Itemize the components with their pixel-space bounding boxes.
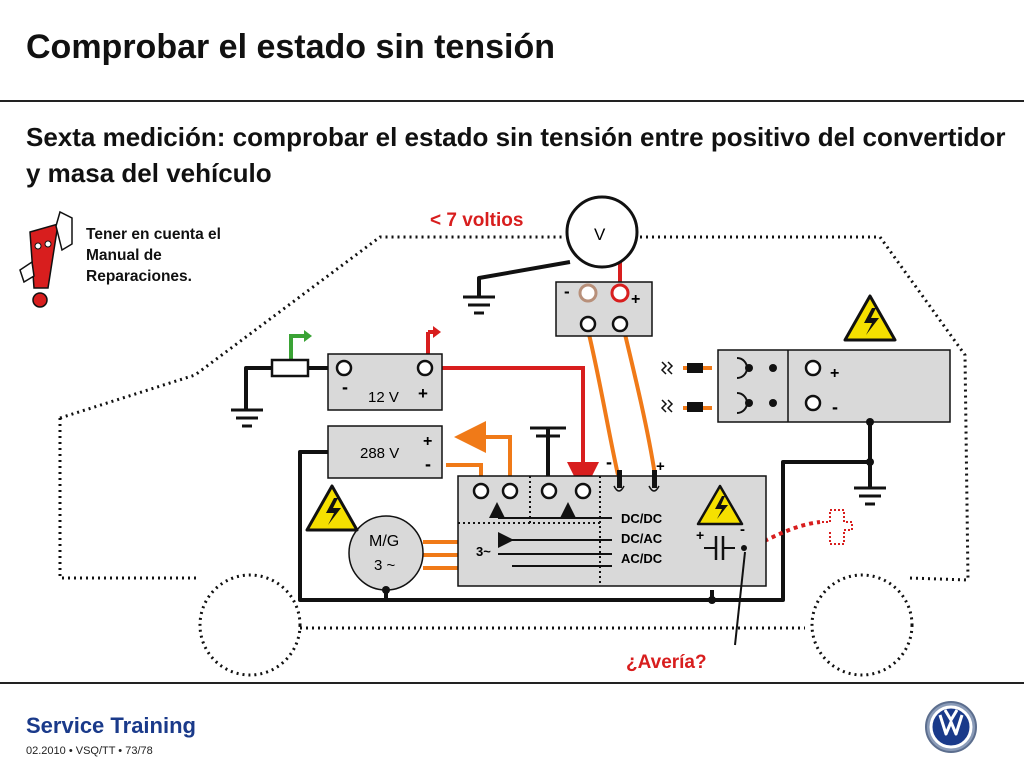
capacitor-plus: + — [696, 527, 704, 543]
measurement-terminal-box: - + — [555, 281, 653, 337]
mg-label-line1: M/G — [369, 533, 399, 550]
connector-minus: - — [832, 397, 838, 417]
footer-divider — [0, 682, 1024, 684]
measure-plus: + — [631, 291, 640, 308]
plug-pin — [687, 402, 703, 412]
fault-location-icon — [822, 509, 853, 545]
battery-12v-minus: - — [342, 377, 348, 397]
plug-pin — [687, 363, 703, 373]
repair-manual-note: Tener en cuenta el Manual de Reparacione… — [86, 224, 286, 287]
fault-question-label: ¿Avería? — [626, 652, 707, 673]
fuse-element — [270, 358, 310, 378]
voltage-limit-label: < 7 voltios — [430, 210, 523, 231]
measure-minus: - — [564, 282, 570, 301]
note-line: Reparaciones. — [86, 268, 192, 285]
label-dcdc: DC/DC — [621, 511, 663, 526]
label-dcac: DC/AC — [621, 531, 663, 546]
ok-flag-icon — [289, 330, 312, 360]
label-three-phase: 3~ — [476, 544, 491, 559]
converter-input-minus: - — [606, 452, 612, 472]
converter-input-plus: + — [656, 458, 665, 475]
battery-288v-label: 288 V — [360, 445, 399, 462]
vw-logo-icon — [925, 701, 977, 753]
header-divider — [0, 100, 1024, 102]
hv-connector-box: + - — [717, 349, 951, 423]
plug-icon — [660, 361, 674, 413]
battery-288v: 288 V + - — [327, 425, 443, 479]
battery-12v-label: 12 V — [368, 389, 399, 406]
high-voltage-warning-icon — [696, 484, 744, 526]
capacitor-minus: - — [740, 521, 745, 538]
footer-meta: 02.2010 • VSQ/TT • 73/78 — [26, 745, 153, 757]
hybrid-circuit-diagram: - 12 V + 288 V + - V < 7 voltios - + — [19, 195, 970, 677]
high-voltage-warning-icon — [843, 294, 897, 342]
ground-symbol — [231, 408, 263, 428]
junction-dots — [708, 418, 874, 604]
battery-288v-minus: - — [425, 454, 431, 474]
ground-symbol — [463, 295, 495, 315]
positive-flag-icon — [428, 326, 441, 338]
converter-hv-inputs: - + — [606, 452, 665, 492]
note-line: Manual de — [86, 247, 162, 264]
voltmeter-label: V — [594, 225, 606, 244]
battery-288v-plus: + — [423, 433, 432, 450]
page-title: Comprobar el estado sin tensión — [26, 28, 555, 66]
high-voltage-warning-icon — [305, 484, 359, 532]
label-acdc: AC/DC — [621, 551, 663, 566]
motor-generator: M/G 3 ~ — [348, 515, 424, 594]
voltmeter: V — [565, 195, 639, 282]
fault-pointer — [734, 551, 746, 646]
vehicle-outline — [58, 235, 970, 677]
warning-mascot-icon — [19, 210, 73, 308]
footer-brand: Service Training — [26, 713, 196, 738]
battery-12v-plus: + — [418, 384, 428, 403]
battery-12v: - 12 V + — [327, 353, 443, 411]
note-line: Tener en cuenta el — [86, 226, 221, 243]
connector-plus: + — [830, 365, 839, 382]
ground-symbol — [854, 486, 886, 506]
mg-label-line2: 3 ~ — [374, 557, 396, 574]
page-subtitle: Sexta medición: comprobar el estado sin … — [26, 122, 1006, 188]
